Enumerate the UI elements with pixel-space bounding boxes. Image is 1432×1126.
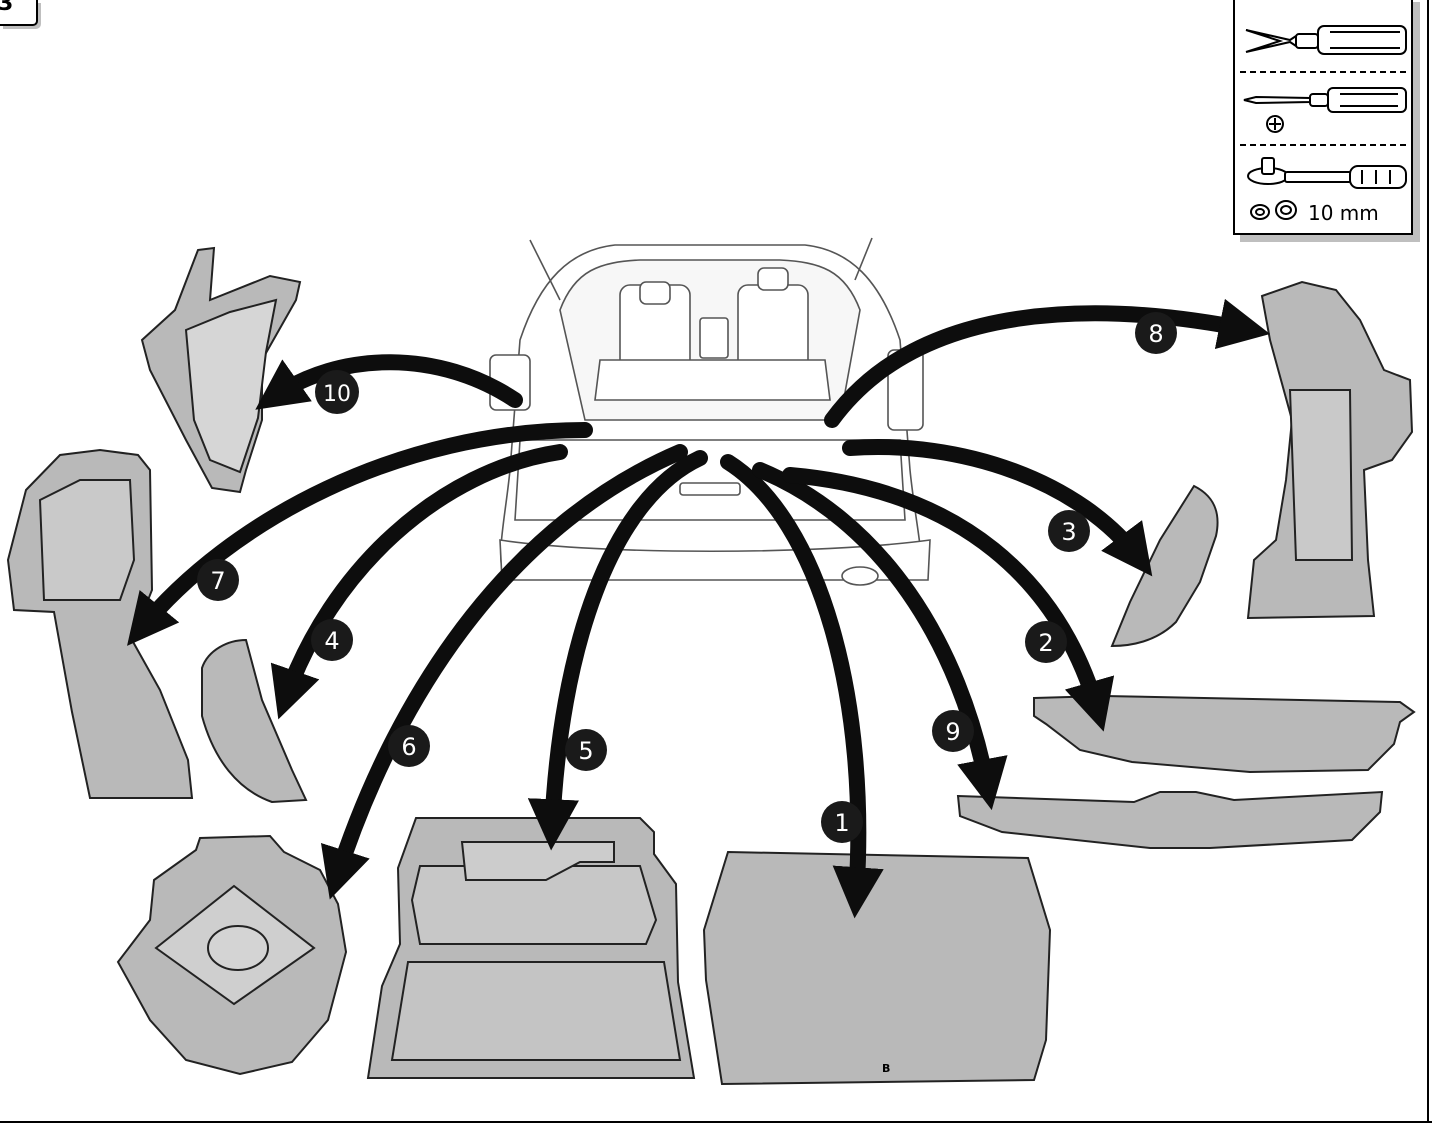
floor-board-mark: B (882, 1062, 890, 1075)
callout-10-text: 10 (323, 382, 351, 407)
socket-size-label: 10 mm (1308, 201, 1379, 225)
callout-5-text: 5 (578, 737, 593, 765)
callout-4: 4 (311, 619, 353, 661)
callout-8-text: 8 (1148, 320, 1163, 348)
part-8-inner-detail (1290, 390, 1352, 560)
arrow-to-part-10 (272, 362, 515, 400)
callout-8: 8 (1135, 312, 1177, 354)
part-3-right-cover (1112, 486, 1218, 646)
callout-4-text: 4 (324, 627, 339, 655)
part-7-inner-detail (40, 480, 134, 600)
callout-3: 3 (1048, 510, 1090, 552)
callout-1-text: 1 (834, 809, 849, 837)
part-6-hub (208, 926, 268, 970)
callout-10: 10 (315, 370, 359, 414)
callout-7: 7 (197, 559, 239, 601)
callout-2-text: 2 (1038, 629, 1053, 657)
part-4-left-cover (202, 640, 306, 802)
callout-2: 2 (1025, 621, 1067, 663)
callout-5: 5 (565, 729, 607, 771)
part-5-lower-compartment (392, 962, 680, 1060)
part-9-rear-sill-trim (958, 792, 1382, 848)
callout-3-text: 3 (1061, 518, 1076, 546)
tools-box: 10 mm (1234, 0, 1420, 242)
callout-6-text: 6 (401, 733, 416, 761)
callout-9: 9 (932, 710, 974, 752)
part-1-floor-board (704, 852, 1050, 1084)
callout-6: 6 (388, 725, 430, 767)
callout-7-text: 7 (210, 567, 225, 595)
callout-9-text: 9 (945, 718, 960, 746)
callout-1: 1 (821, 801, 863, 843)
